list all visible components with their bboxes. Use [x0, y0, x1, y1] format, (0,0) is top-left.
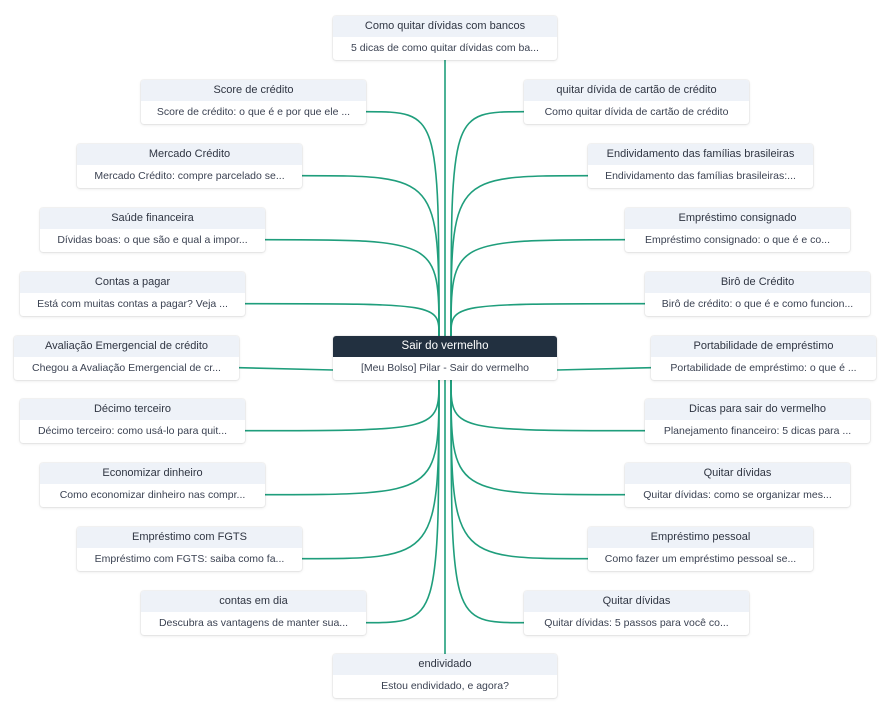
- node-description: Score de crédito: o que é e por que ele …: [156, 106, 351, 118]
- node-description: Mercado Crédito: compre parcelado se...: [94, 170, 285, 182]
- node-title: Score de crédito: [141, 80, 366, 101]
- node-title: contas em dia: [141, 591, 366, 612]
- node-description: Chegou a Avaliação Emergencial de cr...: [32, 362, 221, 374]
- connector-line: [301, 379, 440, 560]
- connector-line: [450, 174, 589, 337]
- node-title: Saúde financeira: [40, 208, 265, 229]
- node-description: Décimo terceiro: como usá-lo para quit..…: [37, 425, 228, 437]
- node-16[interactable]: Dicas para sair do vermelho Planejamento…: [645, 399, 870, 443]
- node-14[interactable]: Birô de Crédito Birô de crédito: o que é…: [645, 272, 870, 316]
- node-description: Birô de crédito: o que é e como funcion.…: [661, 298, 854, 310]
- node-title: Birô de Crédito: [645, 272, 870, 293]
- node-description: Dívidas boas: o que são e qual a impor..…: [57, 234, 248, 246]
- node-7[interactable]: Décimo terceiro Décimo terceiro: como us…: [20, 399, 245, 443]
- connector-line: [450, 110, 525, 337]
- connector-line: [365, 379, 440, 624]
- connector-line: [450, 302, 646, 337]
- node-title: Avaliação Emergencial de crédito: [14, 336, 239, 357]
- node-description: Estou endividado, e agora?: [381, 680, 509, 692]
- node-1[interactable]: endividado Estou endividado, e agora?: [333, 654, 557, 698]
- node-title: Empréstimo pessoal: [588, 527, 813, 548]
- node-4[interactable]: Saúde financeira Dívidas boas: o que são…: [40, 208, 265, 252]
- node-9[interactable]: Empréstimo com FGTS Empréstimo com FGTS:…: [77, 527, 302, 571]
- node-description: Descubra as vantagens de manter sua...: [158, 617, 349, 629]
- node-title: Décimo terceiro: [20, 399, 245, 420]
- connector-line: [450, 379, 525, 624]
- node-description: Está com muitas contas a pagar? Veja ...: [37, 298, 228, 310]
- connector-line: [450, 379, 626, 496]
- node-title: Empréstimo com FGTS: [77, 527, 302, 548]
- connector-line: [365, 110, 440, 337]
- node-12[interactable]: Endividamento das famílias brasileiras E…: [588, 144, 813, 188]
- node-description: Empréstimo consignado: o que é e co...: [644, 234, 831, 246]
- node-title: quitar dívida de cartão de crédito: [524, 80, 749, 101]
- connector-line: [301, 174, 440, 337]
- connector-line: [264, 379, 440, 496]
- node-description: Como fazer um empréstimo pessoal se...: [604, 553, 797, 565]
- node-title: Como quitar dívidas com bancos: [333, 16, 557, 37]
- root-node[interactable]: Sair do vermelho [Meu Bolso] Pilar - Sai…: [333, 336, 557, 380]
- connector-line: [264, 238, 440, 337]
- node-description: Como economizar dinheiro nas compr...: [59, 489, 246, 501]
- root-node-title: Sair do vermelho: [333, 336, 557, 357]
- node-title: Dicas para sair do vermelho: [645, 399, 870, 420]
- node-3[interactable]: Mercado Crédito Mercado Crédito: compre …: [77, 144, 302, 188]
- node-5[interactable]: Contas a pagar Está com muitas contas a …: [20, 272, 245, 316]
- node-description: Empréstimo com FGTS: saiba como fa...: [94, 553, 285, 565]
- node-0[interactable]: Como quitar dívidas com bancos 5 dicas d…: [333, 16, 557, 60]
- node-description: Portabilidade de empréstimo: o que é ...: [670, 362, 857, 374]
- node-title: Quitar dívidas: [625, 463, 850, 484]
- node-description: Planejamento financeiro: 5 dicas para ..…: [663, 425, 852, 437]
- node-13[interactable]: Empréstimo consignado Empréstimo consign…: [625, 208, 850, 252]
- node-description: Quitar dívidas: 5 passos para você co...: [544, 617, 729, 629]
- node-6[interactable]: Avaliação Emergencial de crédito Chegou …: [14, 336, 239, 380]
- node-description: 5 dicas de como quitar dívidas com ba...: [351, 42, 539, 54]
- node-8[interactable]: Economizar dinheiro Como economizar dinh…: [40, 463, 265, 507]
- connector-line: [238, 366, 334, 371]
- node-18[interactable]: Empréstimo pessoal Como fazer um emprést…: [588, 527, 813, 571]
- connector-line: [450, 379, 589, 560]
- node-title: Quitar dívidas: [524, 591, 749, 612]
- node-19[interactable]: Quitar dívidas Quitar dívidas: 5 passos …: [524, 591, 749, 635]
- node-title: Endividamento das famílias brasileiras: [588, 144, 813, 165]
- connector-line: [450, 379, 646, 432]
- root-node-description: [Meu Bolso] Pilar - Sair do vermelho: [360, 362, 530, 374]
- connector-line: [244, 379, 440, 432]
- node-title: endividado: [333, 654, 557, 675]
- connector-line: [556, 366, 652, 371]
- node-11[interactable]: quitar dívida de cartão de crédito Como …: [524, 80, 749, 124]
- node-title: Contas a pagar: [20, 272, 245, 293]
- node-title: Empréstimo consignado: [625, 208, 850, 229]
- node-17[interactable]: Quitar dívidas Quitar dívidas: como se o…: [625, 463, 850, 507]
- connector-line: [244, 302, 440, 337]
- node-title: Economizar dinheiro: [40, 463, 265, 484]
- node-description: Como quitar dívida de cartão de crédito: [544, 106, 729, 118]
- node-15[interactable]: Portabilidade de empréstimo Portabilidad…: [651, 336, 876, 380]
- node-title: Mercado Crédito: [77, 144, 302, 165]
- connector-line: [450, 238, 626, 337]
- node-title: Portabilidade de empréstimo: [651, 336, 876, 357]
- node-description: Endividamento das famílias brasileiras:.…: [605, 170, 796, 182]
- node-2[interactable]: Score de crédito Score de crédito: o que…: [141, 80, 366, 124]
- node-10[interactable]: contas em dia Descubra as vantagens de m…: [141, 591, 366, 635]
- node-description: Quitar dívidas: como se organizar mes...: [643, 489, 832, 501]
